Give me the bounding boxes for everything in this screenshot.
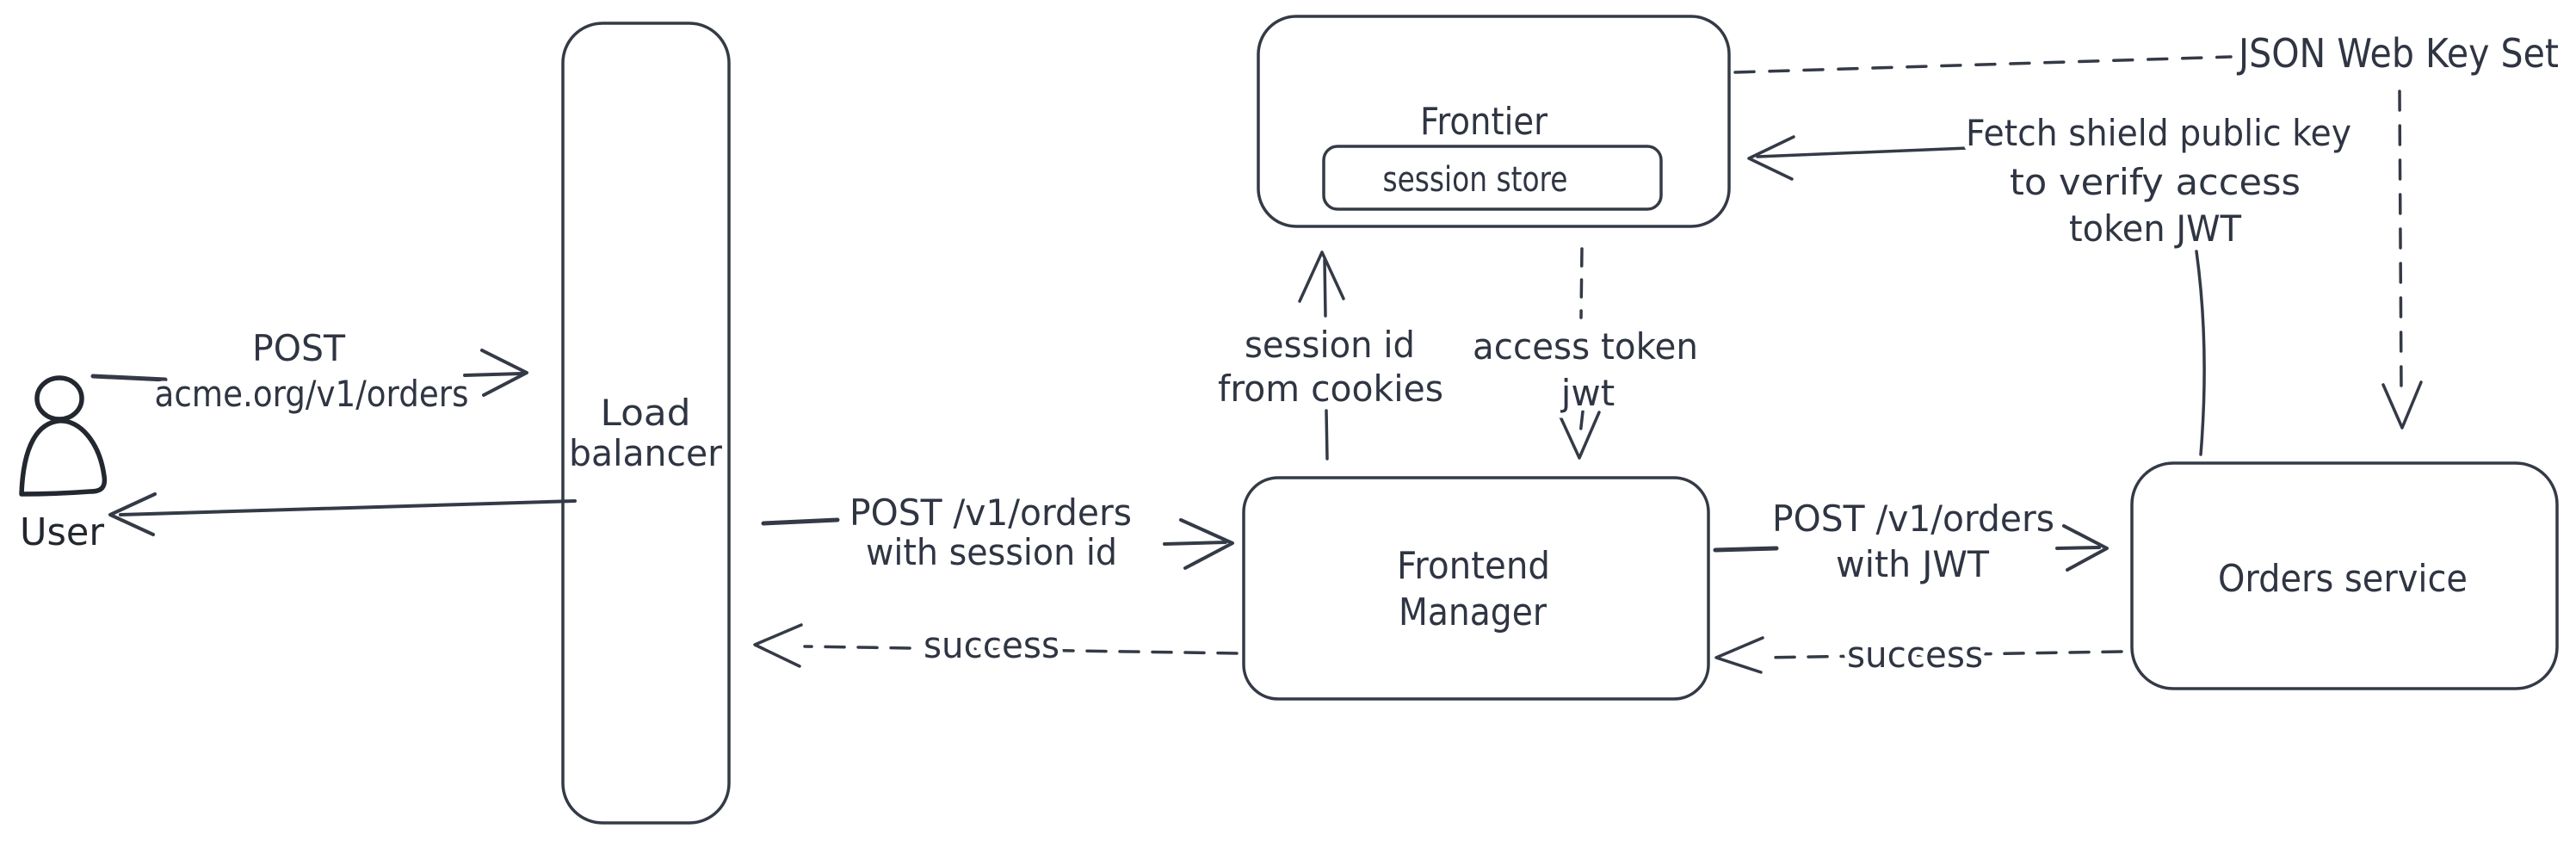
session-store-label: session store <box>1383 160 1568 200</box>
user-to-lb-label-line2: acme.org/v1/orders <box>155 373 469 415</box>
lb-to-fm-label-line2: with session id <box>866 531 1117 573</box>
user-label: User <box>20 510 105 554</box>
frontend-manager-box <box>1242 476 1710 701</box>
load-balancer-box <box>561 22 731 825</box>
fm-to-lb-success-label: success <box>924 624 1059 666</box>
frontend-manager-label-line1: Frontend <box>1397 544 1550 588</box>
orders-to-frontier-fetch-arrow <box>1747 135 2206 456</box>
lb-to-fm-arrow <box>761 517 1234 570</box>
orders-to-fm-success-label: success <box>1847 634 1983 676</box>
fm-to-orders-label-line1: POST /v1/orders <box>1772 498 2054 540</box>
lb-to-user-arrow <box>108 492 577 536</box>
user-to-lb-arrow <box>90 349 528 397</box>
frontier-label: Frontier <box>1420 100 1548 144</box>
fm-to-frontier-label-line2: from cookies <box>1218 368 1443 410</box>
fm-to-orders-arrow <box>1713 524 2109 572</box>
frontier-to-fm-label-line1: access token <box>1473 325 1698 368</box>
load-balancer-label-line2: balancer <box>569 432 723 474</box>
jwks-connector-lines <box>1733 55 2423 430</box>
fm-to-lb-success-arrow <box>753 623 1239 668</box>
frontend-manager-label-line2: Manager <box>1399 590 1547 634</box>
frontier-to-fm-token-arrow <box>1558 247 1601 460</box>
fetch-key-label-line1: Fetch shield public key <box>1966 112 2351 154</box>
orders-service-box <box>2130 461 2559 690</box>
fm-to-orders-label-line2: with JWT <box>1836 543 1989 585</box>
user-figure-icon <box>19 375 108 497</box>
lb-to-fm-label-line1: POST /v1/orders <box>849 492 1132 534</box>
jwks-label: JSON Web Key Set <box>2236 30 2559 77</box>
load-balancer-label-line1: Load <box>601 392 691 434</box>
fetch-key-label-line3: token JWT <box>2069 207 2241 250</box>
orders-to-fm-success-arrow <box>1714 636 2123 674</box>
user-to-lb-label-line1: POST <box>252 327 345 369</box>
frontier-to-fm-label-line2: jwt <box>1560 372 1615 414</box>
fm-to-frontier-label-line1: session id <box>1245 324 1415 366</box>
fm-to-frontier-arrow <box>1298 250 1345 461</box>
orders-service-label: Orders service <box>2218 557 2468 601</box>
fetch-key-label-line2: to verify access <box>2010 161 2301 203</box>
session-store-box <box>1322 145 1663 211</box>
